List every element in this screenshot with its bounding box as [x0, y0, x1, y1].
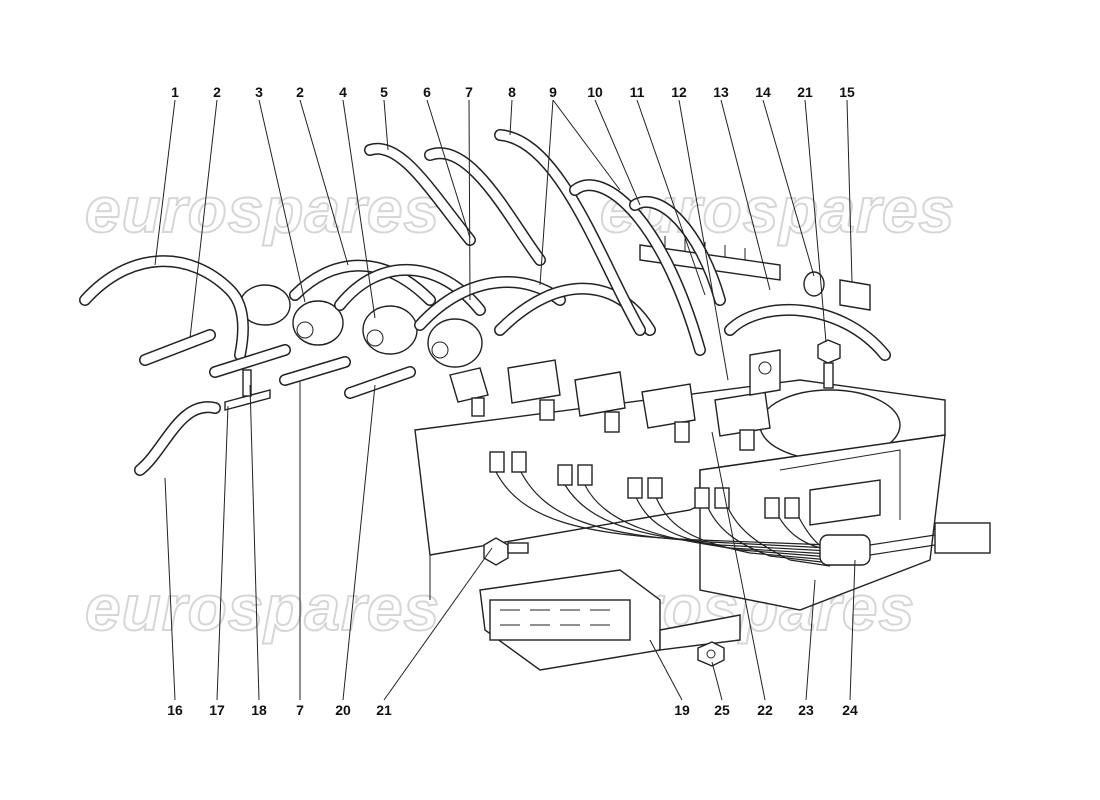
callout-13: 13	[713, 84, 729, 100]
callout-2b: 2	[296, 84, 304, 100]
callouts-top: 1 2 3 2 4 5 6 7 8 9 10 11 12 13 14 21 15	[171, 84, 855, 100]
callout-25: 25	[714, 702, 730, 718]
bolt-top	[817, 339, 841, 389]
callout-10: 10	[587, 84, 603, 100]
leader-lines	[154, 99, 856, 701]
plug-7	[694, 487, 710, 509]
vacuum-hoses	[79, 129, 891, 476]
callout-18: 18	[251, 702, 267, 718]
solenoid-valve-3	[574, 371, 626, 433]
bolt-front	[483, 537, 529, 566]
watermark-text-bottom-left: eurospares	[85, 572, 440, 644]
callout-11: 11	[630, 84, 645, 100]
callout-5: 5	[380, 84, 388, 100]
callout-6: 6	[423, 84, 431, 100]
callout-2: 2	[213, 84, 221, 100]
callouts-bottom: 16 17 18 7 20 21 19 25 22 23 24	[167, 702, 858, 718]
callout-1: 1	[171, 84, 179, 100]
callout-19: 19	[674, 702, 690, 718]
tee-connector	[224, 369, 271, 411]
plug-5	[627, 477, 643, 499]
plug-8	[714, 487, 730, 509]
plug-4	[577, 464, 593, 486]
solenoid-valve-4	[641, 383, 696, 443]
control-unit	[479, 569, 741, 671]
callout-17: 17	[209, 702, 225, 718]
callout-21-bottom: 21	[376, 702, 392, 718]
callout-14: 14	[755, 84, 771, 100]
wiring-harness	[489, 451, 991, 567]
callout-12: 12	[671, 84, 687, 100]
callout-7: 7	[465, 84, 473, 100]
watermark-text-top-left: eurospares	[85, 174, 440, 246]
solenoid-valve-1	[449, 367, 489, 417]
plug-1	[489, 451, 505, 473]
solenoid-valve-5	[714, 349, 781, 451]
callout-9: 9	[549, 84, 557, 100]
sealing-washer	[803, 271, 825, 297]
callout-23: 23	[798, 702, 814, 718]
plug-2	[511, 451, 527, 473]
callout-8: 8	[508, 84, 516, 100]
harness-sleeve	[819, 534, 871, 566]
callout-22: 22	[757, 702, 773, 718]
nut	[697, 641, 725, 667]
callout-4: 4	[339, 84, 347, 100]
plug-9	[764, 497, 780, 519]
vacuum-capsules	[239, 284, 483, 368]
main-connector	[934, 522, 991, 554]
solenoid-valve-2	[507, 359, 561, 421]
callout-7b: 7	[296, 702, 304, 718]
callout-3: 3	[255, 84, 263, 100]
callout-16: 16	[167, 702, 183, 718]
mounting-plate	[414, 379, 946, 611]
cap-nut	[839, 279, 871, 311]
plug-10	[784, 497, 800, 519]
callout-15: 15	[839, 84, 855, 100]
callout-20: 20	[335, 702, 351, 718]
plug-3	[557, 464, 573, 486]
callout-24: 24	[842, 702, 858, 718]
plug-6	[647, 477, 663, 499]
callout-21-top: 21	[797, 84, 813, 100]
solenoid-valves	[449, 349, 781, 451]
